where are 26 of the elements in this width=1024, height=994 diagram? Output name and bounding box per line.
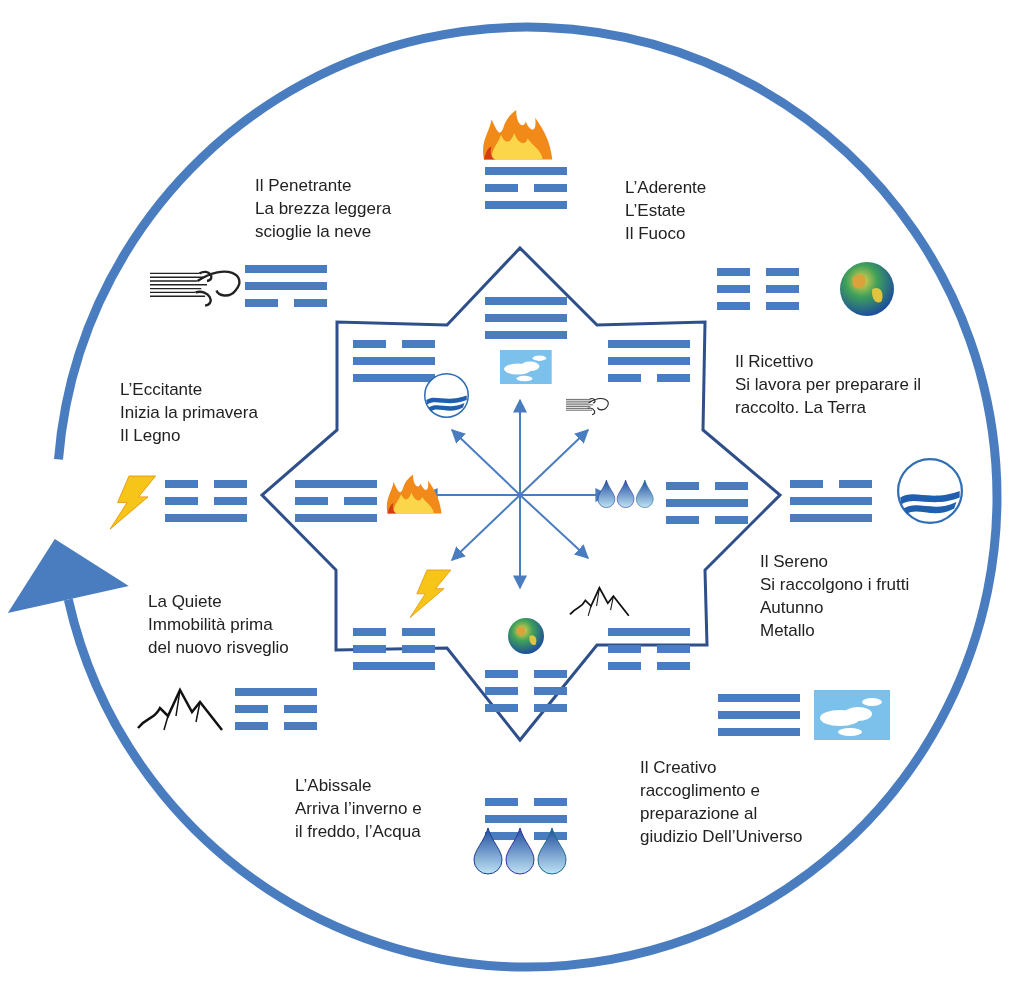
description-text: del nuovo risveglio: [148, 638, 289, 658]
description-text: Arriva l’inverno e: [295, 799, 422, 819]
description-text: Il Fuoco: [625, 224, 686, 244]
description-text: Metallo: [760, 621, 815, 641]
description-text: giudizio Dell’Universo: [640, 827, 803, 847]
description-text: La Quiete: [148, 592, 222, 612]
description-text: L’Aderente: [625, 178, 707, 198]
description-text: scioglie la neve: [255, 222, 372, 242]
description-text: Inizia la primavera: [120, 403, 258, 423]
description-text: L’Abissale: [295, 776, 372, 796]
description-text: Il Ricettivo: [735, 352, 814, 372]
description-text: Il Creativo: [640, 758, 717, 778]
description-text: raccoglimento e: [640, 781, 760, 801]
description-text: L’Eccitante: [120, 380, 203, 400]
description-text: raccolto. La Terra: [735, 398, 867, 418]
description-text: L’Estate: [625, 201, 686, 221]
description-text: Il Penetrante: [255, 176, 352, 196]
description-text: preparazione al: [640, 804, 758, 824]
description-text: Si raccolgono i frutti: [760, 575, 910, 595]
description-text: Immobilità prima: [148, 615, 273, 635]
description-text: Il Legno: [120, 426, 181, 446]
description-text: La brezza leggera: [255, 199, 392, 219]
description-text: il freddo, l’Acqua: [295, 822, 421, 842]
description-text: Autunno: [760, 598, 824, 618]
description-text: Il Sereno: [760, 552, 829, 572]
description-text: Si lavora per preparare il: [735, 375, 922, 395]
